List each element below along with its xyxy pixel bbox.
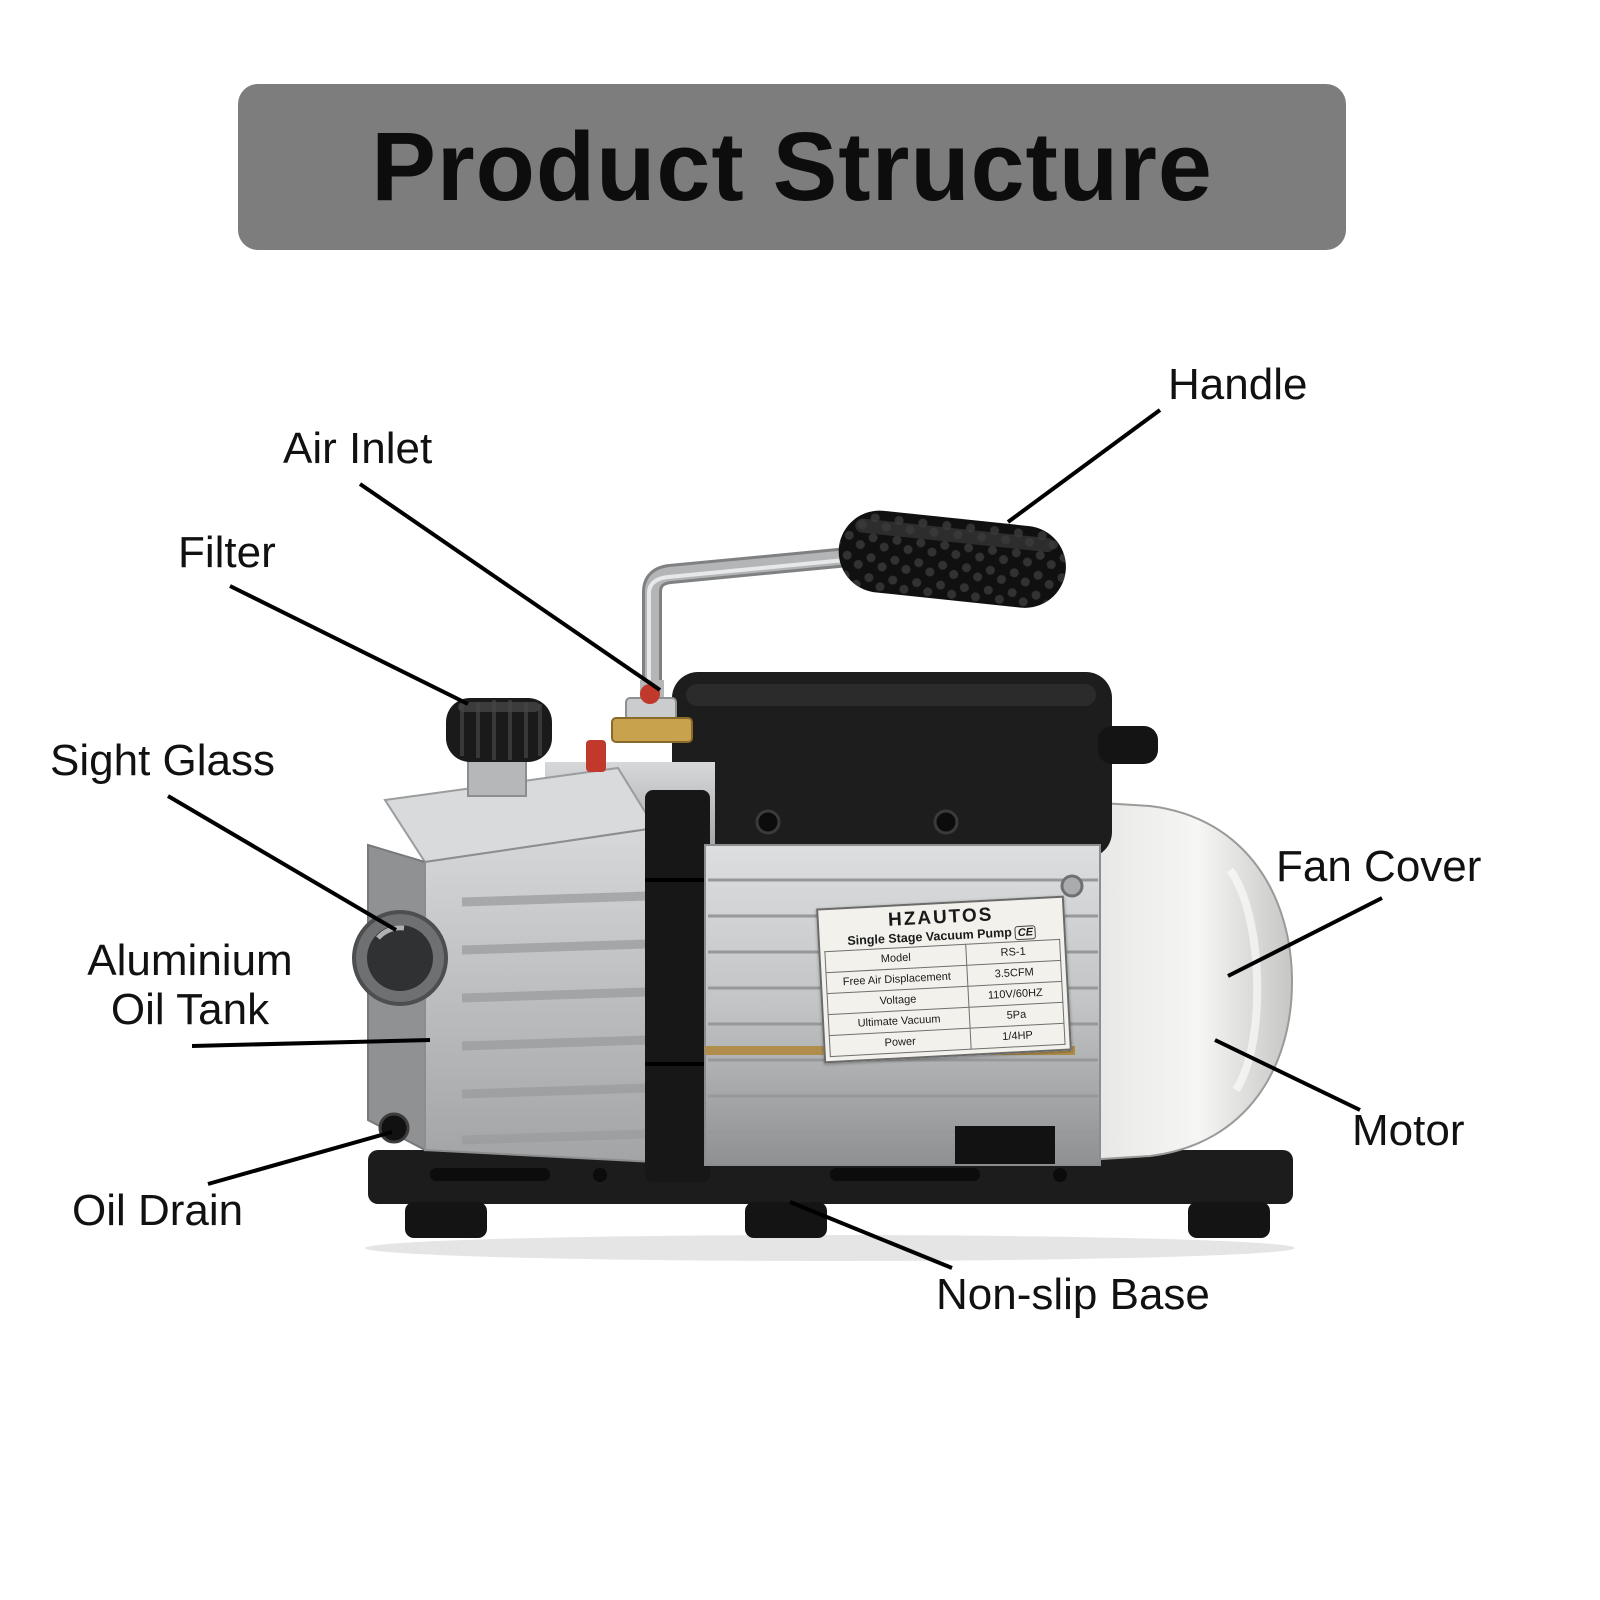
label-oil-tank: Aluminium Oil Tank <box>60 936 320 1035</box>
oil-fill-tab <box>586 740 606 772</box>
motor-leader-line <box>1214 1038 1361 1112</box>
handle-rod <box>642 544 890 736</box>
air-inlet-leader-line <box>358 482 662 692</box>
label-filter: Filter <box>178 528 276 577</box>
handle-grip <box>838 510 1066 608</box>
motor-bracket <box>955 1126 1055 1164</box>
cover-screw <box>755 809 781 835</box>
label-non-slip-base: Non-slip Base <box>936 1270 1210 1319</box>
fan-cover <box>1084 800 1294 1162</box>
label-oil-tank-line2: Oil Tank <box>110 985 270 1035</box>
label-air-inlet: Air Inlet <box>283 424 433 473</box>
motor-cover-knob <box>1098 726 1158 764</box>
label-sight-glass: Sight Glass <box>50 736 275 785</box>
oil-tank <box>352 766 657 1164</box>
ground-shadow <box>365 1235 1295 1261</box>
base-leader-line <box>789 1200 953 1270</box>
ce-mark: CE <box>1014 925 1037 941</box>
label-motor: Motor <box>1352 1106 1465 1155</box>
label-fan-cover: Fan Cover <box>1276 842 1482 891</box>
filter-leader-line <box>229 584 469 706</box>
handle-leader-line <box>1006 408 1162 524</box>
rubber-foot <box>1188 1202 1270 1238</box>
center-trim <box>645 790 710 1182</box>
air-inlet-fitting <box>611 680 693 743</box>
leader-lines <box>166 408 1383 1270</box>
spec-table: Model RS-1 Free Air Displacement 3.5CFM … <box>824 939 1066 1057</box>
oil-drain-plug <box>378 1112 410 1144</box>
filter-cap <box>446 698 552 797</box>
page-title: Product Structure <box>371 112 1213 221</box>
inlet-red-cap <box>640 684 660 704</box>
rubber-foot <box>405 1202 487 1238</box>
sight-glass <box>352 910 448 1006</box>
oil-drain-leader-line <box>207 1130 393 1186</box>
oil-tank-leader-line <box>191 1038 431 1048</box>
sight-glass-leader-line <box>166 794 398 932</box>
motor-top-cover <box>672 672 1158 858</box>
cover-screw <box>933 809 959 835</box>
label-oil-tank-line1: Aluminium <box>87 936 293 985</box>
rubber-foot <box>745 1202 827 1238</box>
label-handle: Handle <box>1168 360 1308 409</box>
label-oil-drain: Oil Drain <box>72 1186 244 1235</box>
fan-cover-screw <box>1060 874 1084 898</box>
spec-value: 1/4HP <box>970 1023 1066 1050</box>
fan-cover-leader-line <box>1227 896 1383 978</box>
title-banner: Product Structure <box>238 84 1346 250</box>
